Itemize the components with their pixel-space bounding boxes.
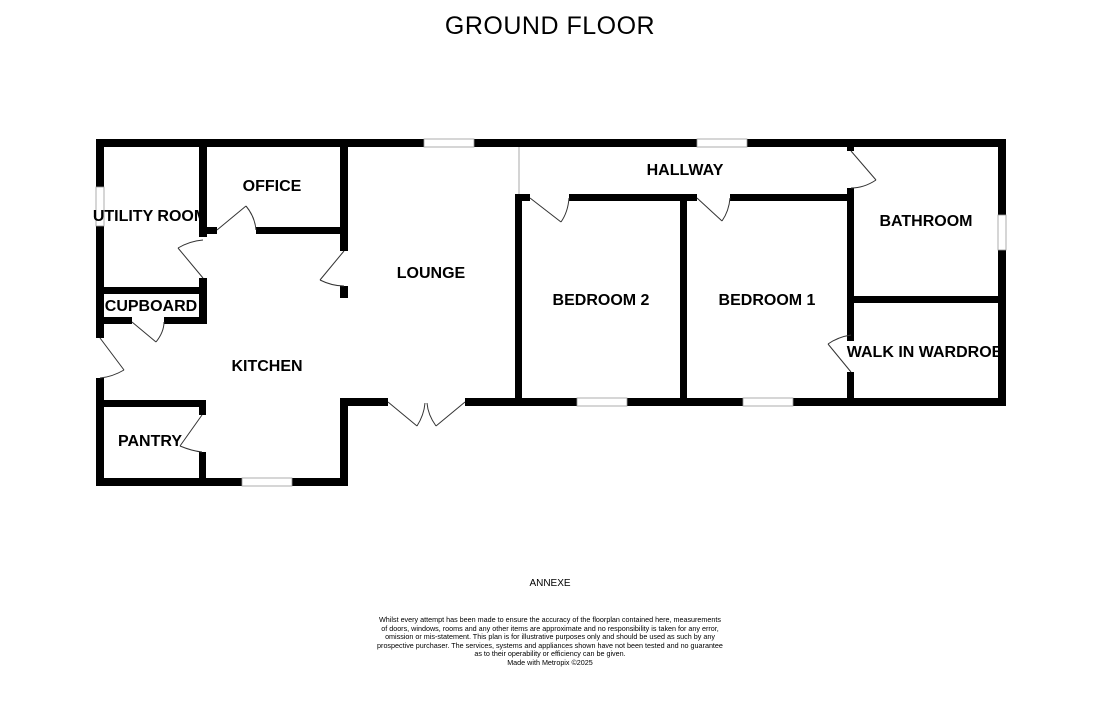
floor-title: GROUND FLOOR	[444, 12, 656, 40]
walls	[96, 139, 1006, 486]
room-label-kitchen: KITCHEN	[231, 358, 303, 375]
room-label-lounge: LOUNGE	[396, 265, 466, 282]
room-label-utility-room: UTILITY ROOM	[92, 208, 208, 225]
disclaimer-line: Whilst every attempt has been made to en…	[379, 615, 721, 624]
disclaimer-line: omission or mis-statement. This plan is …	[385, 632, 715, 642]
room-label-bedroom-1: BEDROOM 1	[718, 292, 816, 309]
room-label-walk-in-wardrobe: WALK IN WARDROB	[846, 344, 1004, 361]
room-label-pantry: PANTRY	[118, 433, 182, 450]
room-label-hallway: HALLWAY	[646, 162, 724, 179]
doors	[99, 147, 877, 453]
disclaimer: Whilst every attempt has been made to en…	[340, 615, 760, 668]
disclaimer-line: as to their operability or efficiency ca…	[474, 649, 626, 659]
room-label-office: OFFICE	[242, 178, 302, 195]
room-label-bedroom-2: BEDROOM 2	[552, 292, 650, 309]
annexe-label: ANNEXE	[529, 578, 571, 589]
made-with-credit: Made with Metropix ©2025	[507, 657, 593, 667]
disclaimer-line: of doors, windows, rooms and any other i…	[381, 623, 719, 633]
windows	[95, 138, 1007, 487]
disclaimer-line: prospective purchaser. The services, sys…	[377, 640, 723, 650]
room-label-cupboard: CUPBOARD	[104, 298, 198, 315]
room-label-bathroom: BATHROOM	[879, 213, 973, 230]
